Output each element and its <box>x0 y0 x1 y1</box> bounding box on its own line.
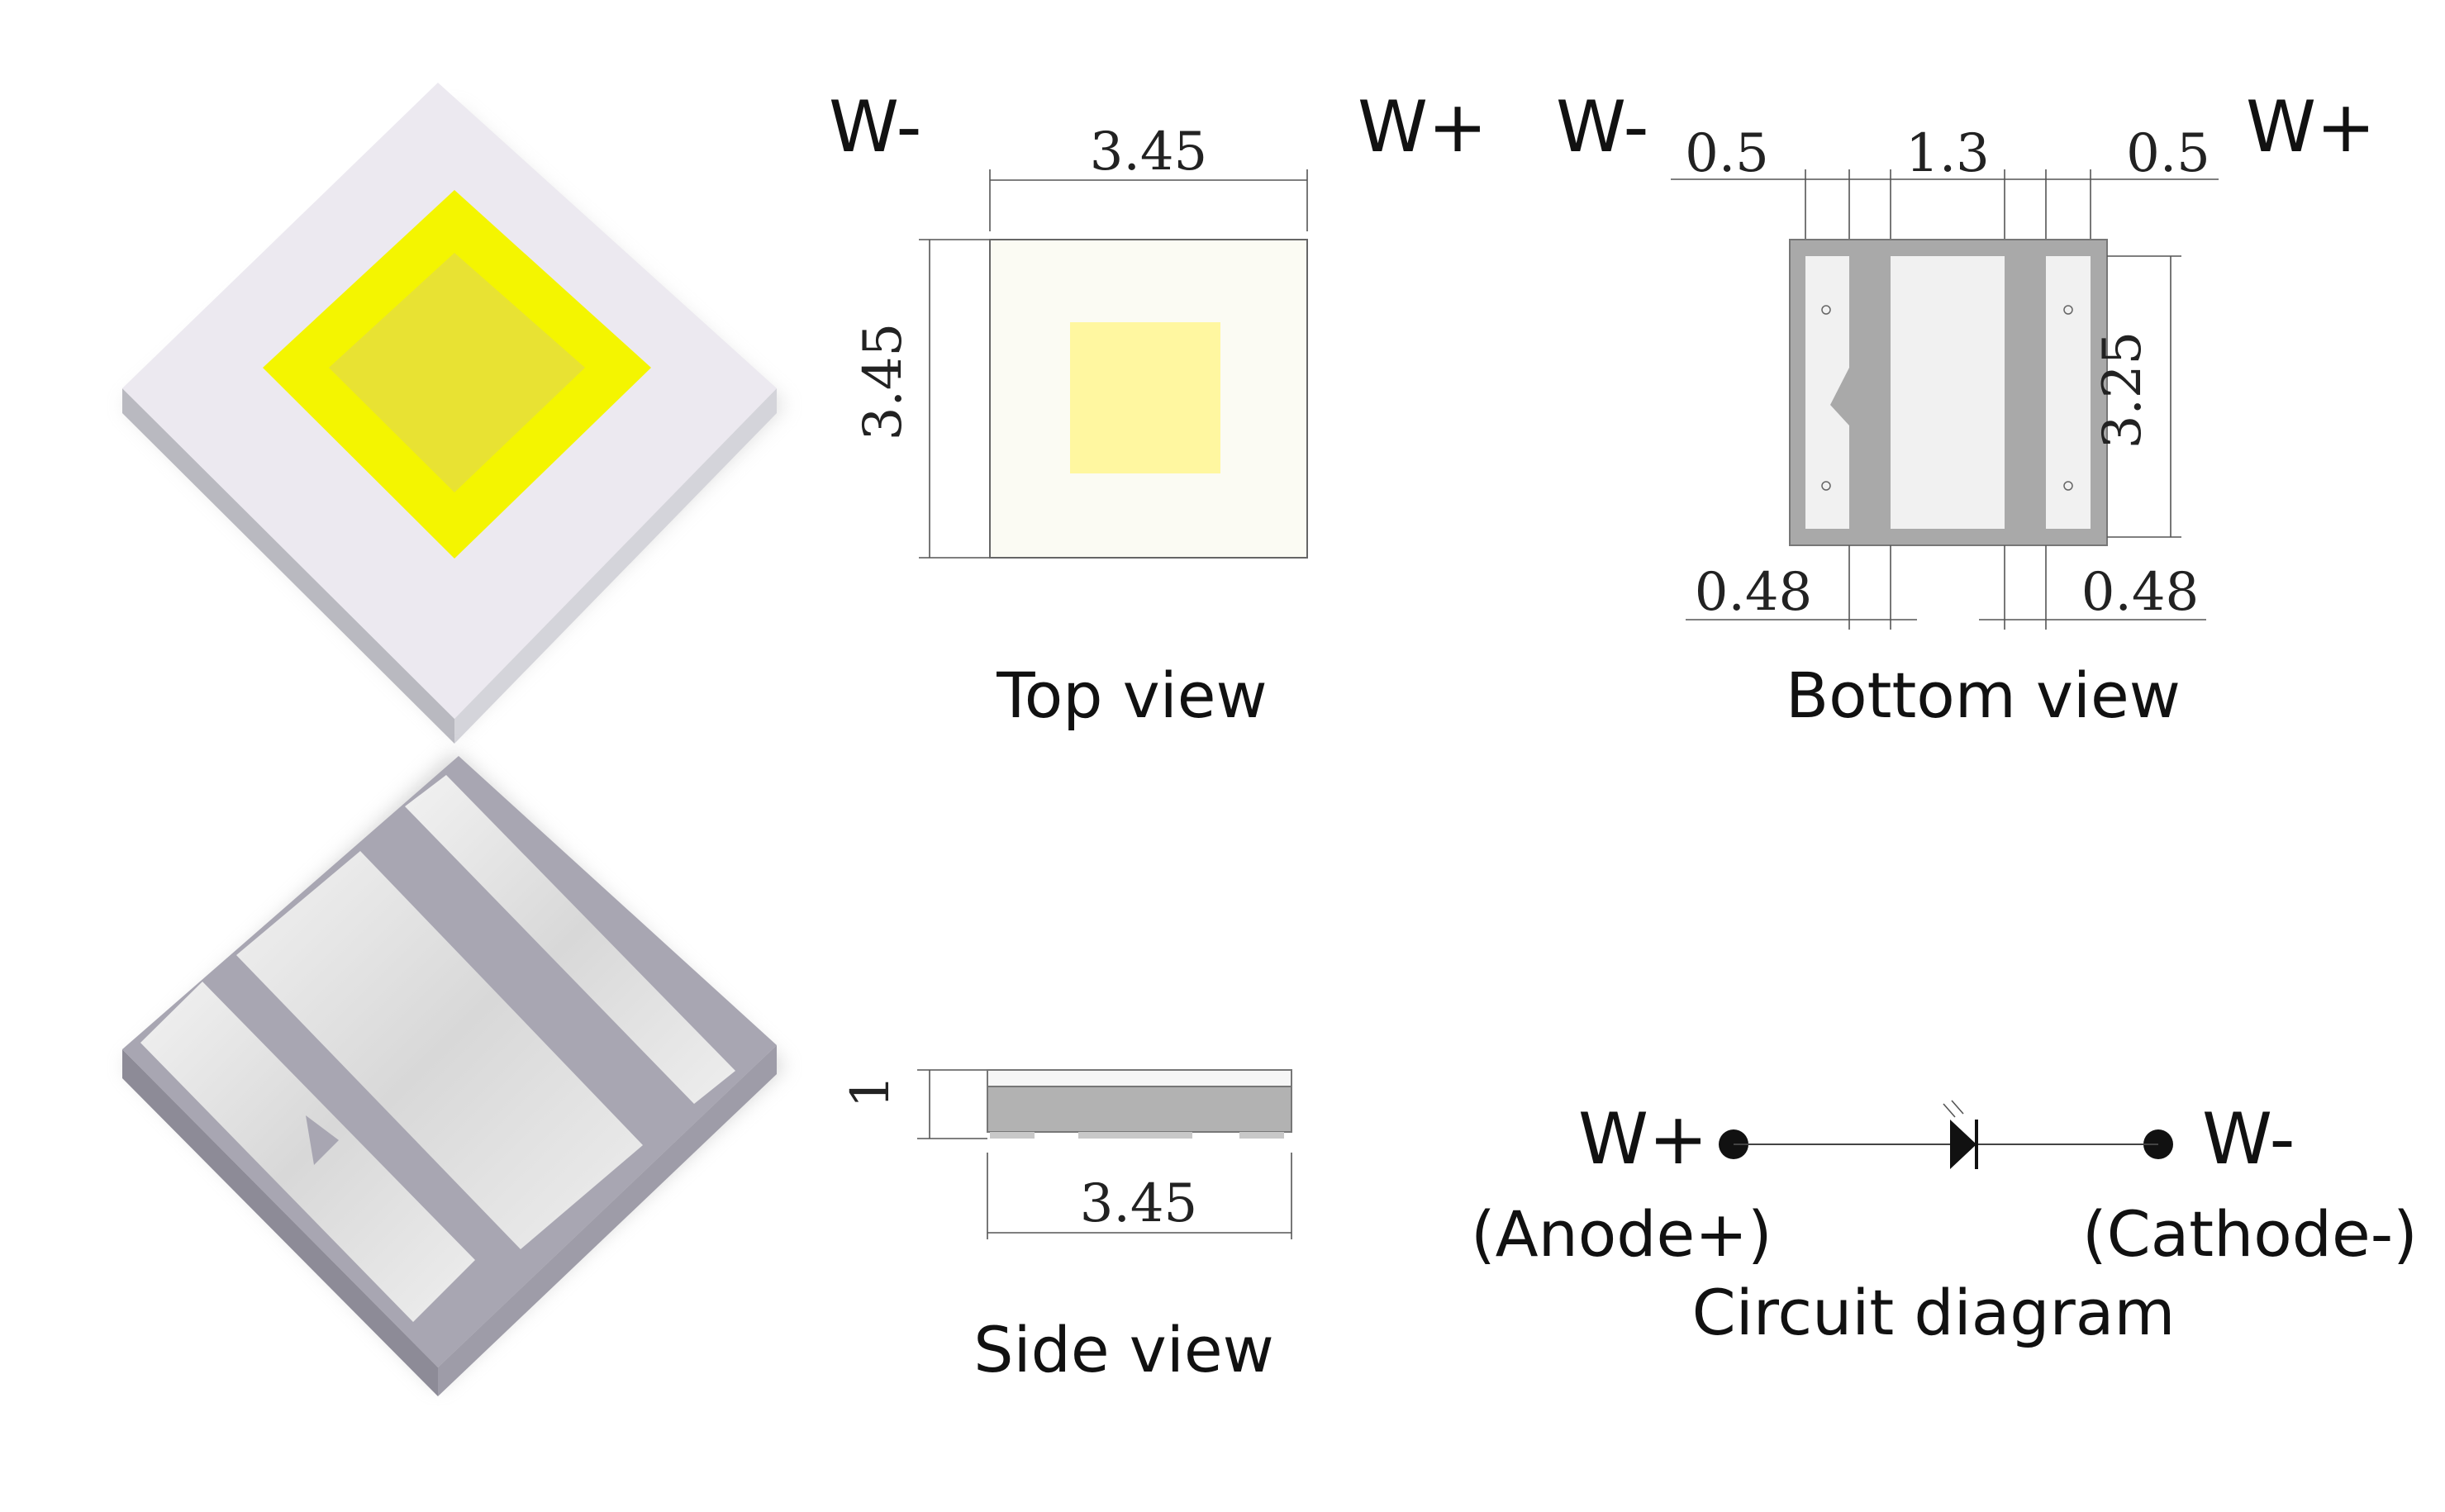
side-view-pad <box>1239 1132 1284 1139</box>
light-emission-arrow <box>1951 1100 1964 1115</box>
bottom-view-left-gap-dim: 0.48 <box>1695 562 1813 623</box>
bottom-view: W- W+ 0.5 1.3 0.5 3.25 0.48 0.48 Bottom … <box>1556 86 2376 732</box>
emitter-core <box>329 253 585 492</box>
cathode-notch-render <box>306 1115 339 1165</box>
bottom-view-right-gap-dim: 0.48 <box>2081 562 2200 623</box>
top-view-left-terminal: W- <box>829 86 922 169</box>
led-3d-bottom-render <box>122 752 785 1396</box>
pad-center-render <box>236 851 643 1249</box>
via-hole <box>1821 305 1831 315</box>
via-hole <box>2063 305 2073 315</box>
bottom-view-height-dim: 3.25 <box>2092 331 2153 449</box>
bottom-view-left-pad-dim: 0.5 <box>1685 123 1769 184</box>
pad-right-render <box>405 775 735 1104</box>
circuit-cathode-label: (Cathode-) <box>2082 1197 2418 1271</box>
bottom-view-left-terminal: W- <box>1556 86 1649 169</box>
top-view-lens <box>1070 322 1220 473</box>
top-view-caption: Top view <box>996 659 1267 732</box>
circuit-anode-label: (Anode+) <box>1471 1197 1772 1271</box>
side-view-pad <box>990 1132 1035 1139</box>
side-view: 1 3.45 Side view <box>840 1069 1292 1386</box>
bottom-view-right-terminal: W+ <box>2246 86 2376 169</box>
light-emission-arrow <box>1943 1103 1956 1118</box>
via-hole <box>2063 481 2073 491</box>
bottom-view-right-pad <box>2046 256 2091 529</box>
top-view-height-dim: 3.45 <box>853 323 914 441</box>
top-view: W- W+ 3.45 3.45 Top view <box>829 86 1487 732</box>
bottom-view-right-pad-dim: 0.5 <box>2126 123 2210 184</box>
circuit-anode-terminal: W+ <box>1578 1098 1708 1181</box>
top-view-width-dim: 3.45 <box>1090 121 1208 183</box>
side-view-top-layer <box>987 1069 1292 1087</box>
bottom-view-center-pad <box>1891 256 2005 529</box>
side-view-body <box>987 1086 1292 1133</box>
side-view-caption: Side view <box>973 1313 1274 1386</box>
side-view-pad <box>1078 1132 1192 1139</box>
circuit-cathode-terminal: W- <box>2202 1098 2295 1181</box>
led-3d-top-render <box>122 83 785 744</box>
pad-left-render <box>140 982 475 1322</box>
side-view-width-dim: 3.45 <box>1080 1173 1198 1234</box>
bottom-view-left-pad <box>1805 256 1849 529</box>
side-view-height-dim: 1 <box>840 1075 901 1109</box>
led-diode-symbol <box>1950 1120 1976 1169</box>
top-view-right-terminal: W+ <box>1358 86 1487 169</box>
bottom-view-center-pad-dim: 1.3 <box>1905 123 1990 184</box>
circuit-caption: Circuit diagram <box>1692 1276 2176 1349</box>
via-hole <box>1821 481 1831 491</box>
bottom-view-caption: Bottom view <box>1786 659 2181 732</box>
circuit-diagram: W+ (Anode+) W- (Cathode-) Circuit diagra… <box>1471 1098 2418 1349</box>
